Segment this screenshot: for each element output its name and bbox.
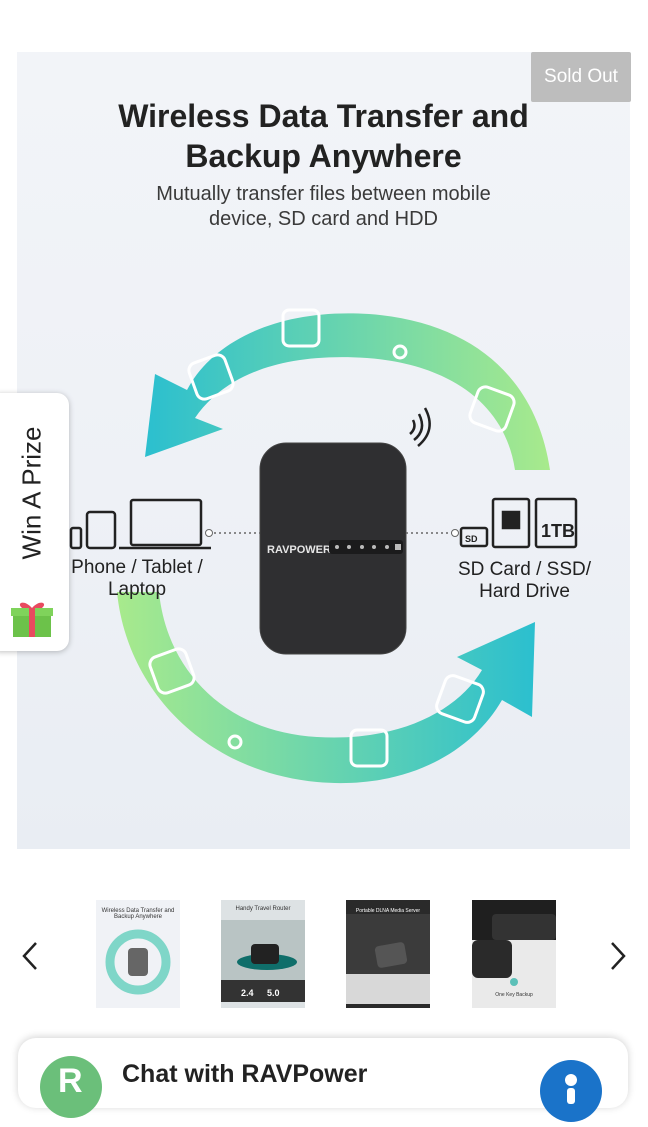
left-label-line-2: Laptop — [107, 579, 167, 600]
thumbnail-3[interactable]: Portable DLNA Media Server — [346, 900, 430, 1008]
sd-text: SD — [465, 534, 478, 544]
left-label: Phone / Tablet / Laptop — [57, 557, 217, 601]
thumbnail-2-title: Handy Travel Router — [235, 906, 291, 912]
chat-avatar-letter: R — [58, 1062, 83, 1100]
thumbnail-4-title: One Key Backup — [495, 992, 533, 998]
contact-icon-bottom — [349, 728, 389, 768]
chevron-left-icon — [22, 942, 37, 970]
right-label: SD Card / SSD/ Hard Drive — [442, 559, 607, 603]
prize-label: Win A Prize — [16, 426, 47, 560]
person-icon — [565, 1074, 577, 1104]
music-icon-bottom — [227, 734, 243, 750]
left-label-line-1: Phone / Tablet / — [71, 557, 203, 578]
thumbnail-strip: Wireless Data Transfer and Backup Anywhe… — [0, 900, 648, 1010]
main-product-image[interactable]: RAVPOWER 1TB SD — [17, 52, 630, 849]
thumbnail-4[interactable]: One Key Backup — [472, 900, 556, 1008]
prev-arrow-button[interactable] — [15, 938, 45, 974]
right-label-line-1: SD Card / SSD/ — [457, 559, 592, 580]
next-arrow-button[interactable] — [603, 938, 633, 974]
chat-open-button[interactable] — [540, 1060, 602, 1122]
top-arc-arrow — [145, 313, 550, 470]
thumbnail-2-stat-2: 5.0 — [267, 988, 280, 998]
chat-bar[interactable]: R Chat with RAVPower — [18, 1038, 628, 1122]
sold-out-badge: Sold Out — [531, 52, 631, 102]
photo-icon-bottom — [148, 647, 196, 695]
thumbnail-3-art — [346, 914, 430, 1004]
right-label-line-2: Hard Drive — [479, 581, 570, 602]
chat-avatar: R — [40, 1056, 102, 1118]
thumbnail-2[interactable]: Handy Travel Router 2.4 5.0 — [221, 900, 305, 1008]
win-a-prize-tab[interactable]: Win A Prize — [0, 393, 69, 651]
photo-icon — [468, 385, 516, 433]
contact-icon — [281, 308, 321, 348]
phone-tablet-laptop-icon — [69, 498, 211, 550]
subhead-line-2: device, SD card and HDD — [209, 208, 438, 230]
thumbnail-1-art — [105, 929, 171, 995]
data-transfer-illustration: RAVPOWER 1TB SD — [69, 308, 578, 784]
wifi-signal-icon — [409, 407, 431, 447]
bottom-arc-arrow — [117, 592, 535, 784]
chat-title: Chat with RAVPower — [122, 1060, 368, 1088]
storage-badge: 1TB — [541, 521, 575, 541]
chevron-right-icon — [611, 942, 626, 970]
thumbnail-3-title: Portable DLNA Media Server — [355, 908, 421, 914]
headline-line-2: Backup Anywhere — [185, 138, 462, 174]
thumbnail-1[interactable]: Wireless Data Transfer and Backup Anywhe… — [96, 900, 180, 1008]
subhead-line-1: Mutually transfer files between mobile — [156, 183, 491, 205]
video-icon — [187, 353, 235, 401]
hero-headline: Wireless Data Transfer and Backup Anywhe… — [17, 96, 630, 176]
thumbnail-4-art — [472, 900, 556, 986]
music-icon — [392, 344, 408, 360]
video-icon-bottom — [435, 674, 485, 724]
device-brand: RAVPOWER — [267, 544, 331, 556]
storage-devices-icon — [459, 497, 578, 549]
gift-icon — [11, 602, 53, 637]
hero-subhead: Mutually transfer files between mobile d… — [17, 182, 630, 232]
thumbnail-1-title: Wireless Data Transfer and Backup Anywhe… — [101, 908, 175, 920]
headline-line-1: Wireless Data Transfer and — [118, 98, 529, 134]
thumbnail-2-stat-1: 2.4 — [241, 988, 254, 998]
thumbnail-2-art — [221, 920, 305, 1002]
